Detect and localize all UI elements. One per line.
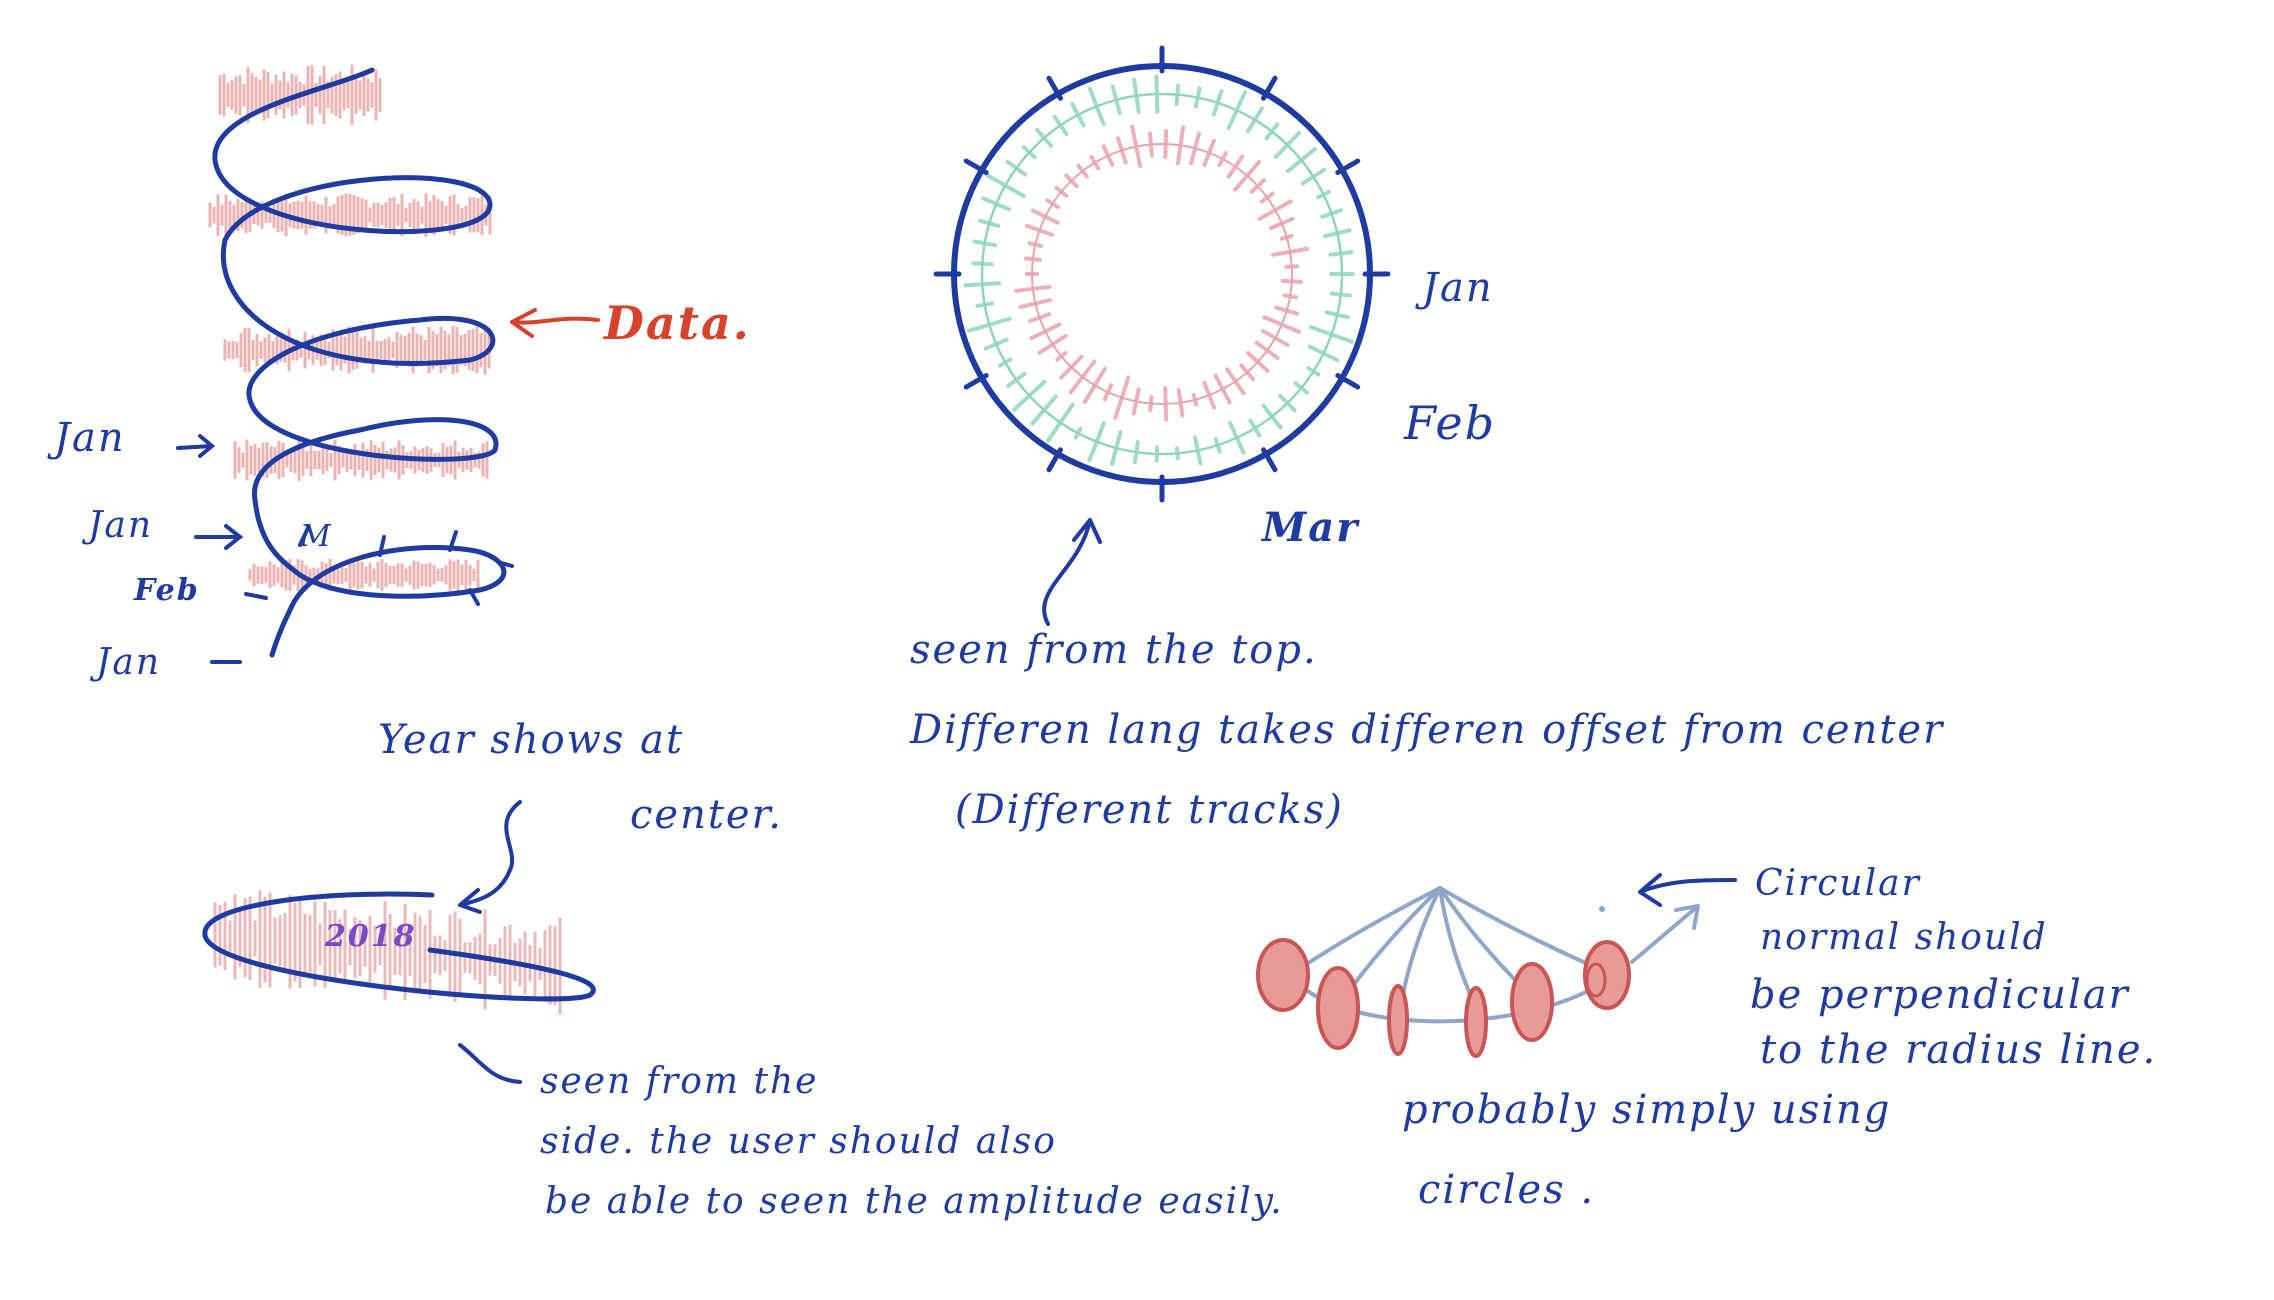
spiral-timeline (212, 67, 499, 578)
disc (1464, 986, 1488, 1058)
year-note-line: center. (630, 792, 784, 838)
top-view-arrow (1042, 518, 1102, 626)
month-tick (496, 560, 514, 568)
side-view-caption-line: be able to seen the amplitude easily. (545, 1181, 1284, 1222)
disc (1583, 940, 1631, 1010)
disc-row (1256, 938, 1631, 1058)
year-arrow (458, 800, 522, 914)
month-tick (378, 535, 386, 557)
spiral-feb-dash (244, 592, 268, 600)
ring-month-tick (1335, 373, 1361, 390)
top-view-caption-line: Differen lang takes differen offset from… (910, 707, 1945, 753)
circular-note-arrow (1638, 873, 1737, 907)
data-label: Data. (604, 296, 751, 350)
ring-timeline (951, 63, 1373, 485)
ring-outer-track (980, 92, 1344, 456)
ring-month-tick (963, 373, 989, 390)
spiral-month-label: Jan (96, 642, 162, 683)
data-arrow (510, 308, 600, 338)
spiral-month-label: Jan (88, 505, 154, 546)
ring-month-label: Feb (1404, 396, 1497, 450)
side-view-caption-line: side. the user should also (540, 1121, 1057, 1162)
year-label: 2018 (325, 919, 417, 954)
spiral-timeline-lower (269, 545, 507, 658)
month-tick (468, 588, 480, 606)
spiral-jan-arrow-1 (176, 434, 216, 458)
circular-note-line: normal should (1760, 917, 2048, 958)
month-tick (448, 530, 458, 552)
circular-note-line: be perpendicular (1750, 972, 2130, 1018)
spiral-month-label: Feb (134, 573, 200, 608)
disc (1510, 962, 1554, 1042)
ring-month-tick (1261, 447, 1278, 473)
ring-month-label: Jan (1422, 265, 1494, 311)
disc-inner (1585, 962, 1607, 998)
ring-month-tick (1335, 158, 1361, 175)
ring-month-tick (1046, 447, 1063, 473)
circular-note-line: to the radius line. (1760, 1027, 2158, 1073)
side-view-caption-line: seen from the (540, 1061, 819, 1102)
radius-line (1288, 886, 1442, 977)
ring-inner-track (1031, 143, 1293, 405)
spiral-tick-label: M (300, 519, 333, 554)
side-view-arrow (458, 1043, 522, 1084)
ring-month-ticks (933, 45, 1391, 503)
top-view-caption-line: (Different tracks) (955, 787, 1344, 833)
normal-dot (1599, 906, 1605, 912)
month-tick (298, 526, 310, 547)
ring-month-label: Mar (1262, 504, 1360, 551)
discs-caption-line: circles . (1418, 1167, 1596, 1213)
spiral-jan-arrow-2 (194, 524, 244, 550)
circular-note-line: Circular (1755, 863, 1921, 904)
top-view-caption-line: seen from the top. (910, 627, 1318, 673)
spiral-month-label: Jan (54, 415, 126, 461)
disc (1316, 966, 1360, 1050)
year-note-line: Year shows at (378, 717, 685, 763)
disc (1387, 984, 1409, 1056)
side-view-ellipse (202, 891, 596, 1002)
normal-arrow (1630, 904, 1700, 964)
disc (1256, 938, 1310, 1012)
spiral-month-ticks (298, 526, 514, 606)
ring-month-tick (1046, 75, 1063, 101)
ring-month-tick (963, 158, 989, 175)
discs-caption-line: probably simply using (1402, 1087, 1892, 1133)
radius-line (1438, 886, 1592, 967)
ring-month-tick (1261, 75, 1278, 101)
ring-data-marks (963, 74, 1355, 466)
